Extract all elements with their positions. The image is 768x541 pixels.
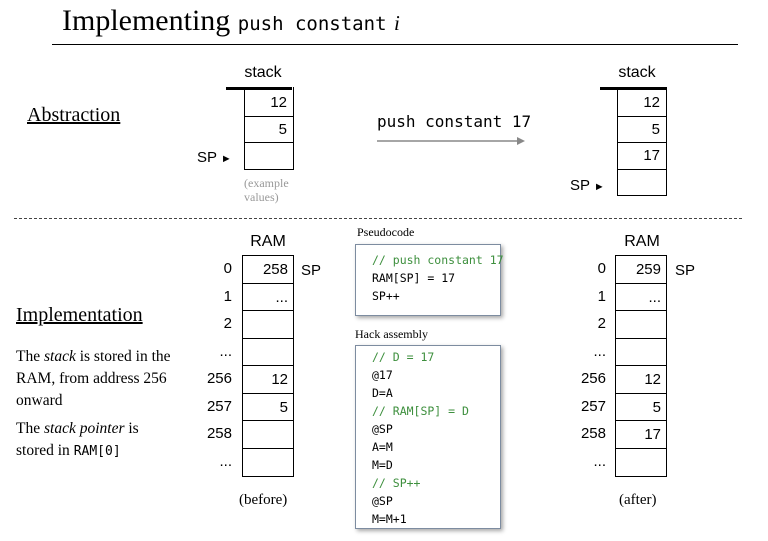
title-var: i xyxy=(394,11,400,35)
para-emphasis: stack pointer xyxy=(43,420,125,437)
ram-address: 257 xyxy=(206,397,232,415)
ram-address: ... xyxy=(593,342,606,360)
ram-address: 258 xyxy=(206,425,232,442)
para-text: The xyxy=(16,420,44,437)
stack-cell xyxy=(618,170,666,196)
after-sp-pointer: SP ► xyxy=(570,177,605,194)
ram-address: 1 xyxy=(597,287,606,305)
sp-label: SP xyxy=(197,149,217,166)
code-comment: // RAM[SP] = D xyxy=(372,404,469,418)
page-title: Implementing push constant i xyxy=(62,4,400,38)
code-line: @SP xyxy=(372,494,393,508)
ram-cell: 12 xyxy=(243,366,293,394)
ram-after-sp-label: SP xyxy=(675,262,696,279)
code-comment: // push constant 17 xyxy=(372,253,504,267)
ram-address: 258 xyxy=(580,425,606,442)
stack-cell xyxy=(245,143,293,170)
code-comment: // SP++ xyxy=(372,476,421,490)
code-line: A=M xyxy=(372,440,393,454)
operation-label: push constant 17 xyxy=(377,112,532,131)
code-line: @SP xyxy=(372,422,393,436)
before-stack-top xyxy=(226,87,292,90)
ram-cell: 259 xyxy=(616,256,666,284)
code-line: D=A xyxy=(372,386,393,400)
implementation-heading: Implementation xyxy=(16,304,143,326)
before-caption: (before) xyxy=(239,492,288,508)
pseudocode-label: Pseudocode xyxy=(357,225,415,239)
ram-cell xyxy=(243,421,293,449)
ram-cell xyxy=(243,449,293,477)
ram-address: 257 xyxy=(580,397,606,415)
ram-cell: 5 xyxy=(243,394,293,421)
code-line: M=D xyxy=(372,458,393,472)
ram-address: 2 xyxy=(597,315,606,332)
stack-storage-note: The stack is stored in the RAM, from add… xyxy=(16,346,176,412)
ram-after-header: RAM xyxy=(624,233,660,250)
ram-cell xyxy=(243,339,293,366)
pseudocode-box: // push constant 17 RAM[SP] = 17 SP++ xyxy=(355,244,504,316)
hack-assembly-label: Hack assembly xyxy=(355,327,428,341)
stack-pointer-note: The stack pointer is stored in RAM[0] xyxy=(16,418,176,463)
ram-address: ... xyxy=(593,452,606,470)
ram-after-addresses: 0 1 2... 256 257 258... xyxy=(566,255,606,475)
ram-address: 2 xyxy=(223,315,232,332)
title-main: Implementing xyxy=(62,4,231,37)
ram-cell: 17 xyxy=(616,421,666,449)
ram-address: ... xyxy=(219,452,232,470)
para-code: RAM[0] xyxy=(73,444,121,459)
after-stack-top xyxy=(600,87,666,90)
ram-cell xyxy=(616,449,666,477)
ram-before-header: RAM xyxy=(250,233,286,250)
abstraction-heading: Abstraction xyxy=(27,104,121,126)
ram-cell xyxy=(616,311,666,339)
before-sp-pointer: SP ► xyxy=(197,149,232,166)
ram-address: 0 xyxy=(597,260,606,277)
para-text: The xyxy=(16,348,44,365)
stack-cell: 12 xyxy=(618,90,666,117)
operation-arrow-icon xyxy=(377,137,525,145)
ram-cell: 258 xyxy=(243,256,293,284)
para-text: is stored in the RAM, from address 256 o… xyxy=(16,348,171,409)
ram-before-addresses: 0 1 2... 256 257 258... xyxy=(192,255,232,475)
sp-label: SP xyxy=(570,177,590,194)
ram-cell: 5 xyxy=(616,394,666,421)
ram-address: 256 xyxy=(206,370,232,387)
example-values-note: (example values) xyxy=(244,176,289,204)
code-line: @17 xyxy=(372,368,393,382)
code-line: SP++ xyxy=(372,289,400,303)
ram-address: 256 xyxy=(580,370,606,387)
title-code: push constant xyxy=(237,13,387,35)
pointer-arrow-icon: ► xyxy=(593,181,605,193)
pointer-arrow-icon: ► xyxy=(220,153,232,165)
ram-before-sp-label: SP xyxy=(301,262,322,279)
after-stack-header: stack xyxy=(618,64,656,81)
before-stack: 12 5 xyxy=(244,87,294,170)
stack-cell: 5 xyxy=(245,117,293,143)
stack-cell: 12 xyxy=(245,90,293,117)
title-rule xyxy=(52,44,738,45)
before-stack-header: stack xyxy=(244,64,282,81)
ram-address: 0 xyxy=(223,260,232,277)
ram-address: ... xyxy=(219,342,232,360)
ram-cell: 12 xyxy=(616,366,666,394)
code-comment: // D = 17 xyxy=(372,350,435,364)
code-line: RAM[SP] = 17 xyxy=(372,271,456,285)
ram-address: 1 xyxy=(223,287,232,305)
after-caption: (after) xyxy=(619,492,657,508)
para-text: is stored in xyxy=(16,420,139,459)
ram-cell: ... xyxy=(616,284,666,311)
para-emphasis: stack xyxy=(43,348,76,365)
section-divider xyxy=(14,218,742,219)
after-stack: 12 5 17 xyxy=(617,87,667,196)
code-line: M=M+1 xyxy=(372,512,407,526)
stack-cell: 17 xyxy=(618,143,666,170)
ram-cell xyxy=(616,339,666,366)
ram-cell xyxy=(243,311,293,339)
stack-cell: 5 xyxy=(618,117,666,143)
ram-cell: ... xyxy=(243,284,293,311)
